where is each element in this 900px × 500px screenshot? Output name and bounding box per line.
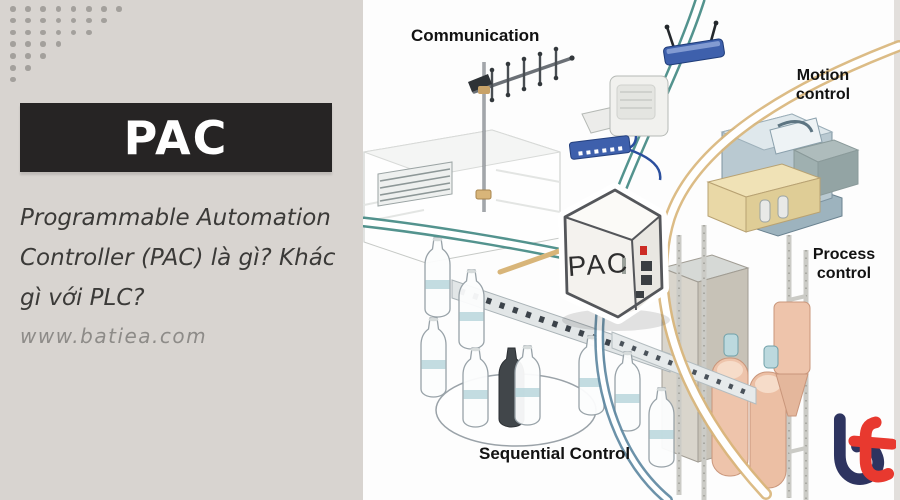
dot xyxy=(55,17,62,24)
switch-cable xyxy=(629,148,662,181)
antenna-illustration xyxy=(468,46,575,212)
bt-logo xyxy=(833,413,896,486)
subtitle: Programmable Automation Controller (PAC)… xyxy=(20,198,365,318)
subtitle-line: gì với PLC? xyxy=(20,285,145,311)
subtitle-line: Controller (PAC) là gì? Khác xyxy=(20,245,336,271)
dot xyxy=(55,41,62,47)
dot-pattern-decoration xyxy=(0,0,160,100)
dot xyxy=(70,17,77,24)
automation-illustration: PAC xyxy=(363,0,900,500)
communication-label: Communication xyxy=(411,26,540,45)
dot xyxy=(40,53,46,59)
dot xyxy=(101,6,107,12)
process-plant xyxy=(660,139,860,500)
pac-banner: PAC xyxy=(20,103,332,172)
website-url: www.batiea.com xyxy=(20,324,208,348)
network-switch xyxy=(568,135,631,160)
network-curve-tan xyxy=(656,40,900,500)
dot xyxy=(10,41,16,47)
network-curve-bottom xyxy=(594,311,673,500)
dot xyxy=(10,53,16,59)
dot xyxy=(10,29,16,36)
dot xyxy=(55,29,62,36)
dot xyxy=(25,41,31,47)
dot xyxy=(70,6,77,12)
dot xyxy=(10,65,16,71)
dot xyxy=(40,17,46,24)
logo-letter-t-bar xyxy=(848,435,896,450)
right-edge-strip xyxy=(894,0,900,500)
dot xyxy=(25,53,31,59)
sequential-control-label: Sequential Control xyxy=(479,444,631,463)
dot xyxy=(10,76,16,83)
dot xyxy=(86,29,92,36)
dot xyxy=(40,6,46,12)
dot xyxy=(55,6,62,12)
subtitle-line: Programmable Automation xyxy=(20,205,331,231)
illustration-panel: PAC Communication Motion control Process… xyxy=(363,0,900,500)
page-title: PAC xyxy=(123,110,229,165)
logo-letter-t xyxy=(859,416,895,483)
pac-device-box: PAC xyxy=(558,183,670,331)
left-panel: PAC Programmable Automation Controller (… xyxy=(0,0,363,500)
pac-device-label: PAC xyxy=(567,247,631,282)
process-control-label: Process control xyxy=(812,246,876,283)
dot xyxy=(101,17,107,24)
dot xyxy=(86,6,92,12)
motion-control-label: Motion control xyxy=(795,67,851,104)
dot xyxy=(70,29,77,36)
computer-monitor xyxy=(581,75,669,152)
dot xyxy=(86,17,92,24)
wireless-router xyxy=(663,20,725,66)
dot xyxy=(116,6,122,12)
dot xyxy=(10,6,16,12)
dot xyxy=(10,17,16,24)
dot xyxy=(40,29,46,36)
dot xyxy=(25,17,31,24)
dot xyxy=(25,65,31,71)
dot xyxy=(25,6,31,12)
dot xyxy=(25,29,31,36)
bottling-line xyxy=(420,225,757,468)
dot xyxy=(40,41,46,47)
